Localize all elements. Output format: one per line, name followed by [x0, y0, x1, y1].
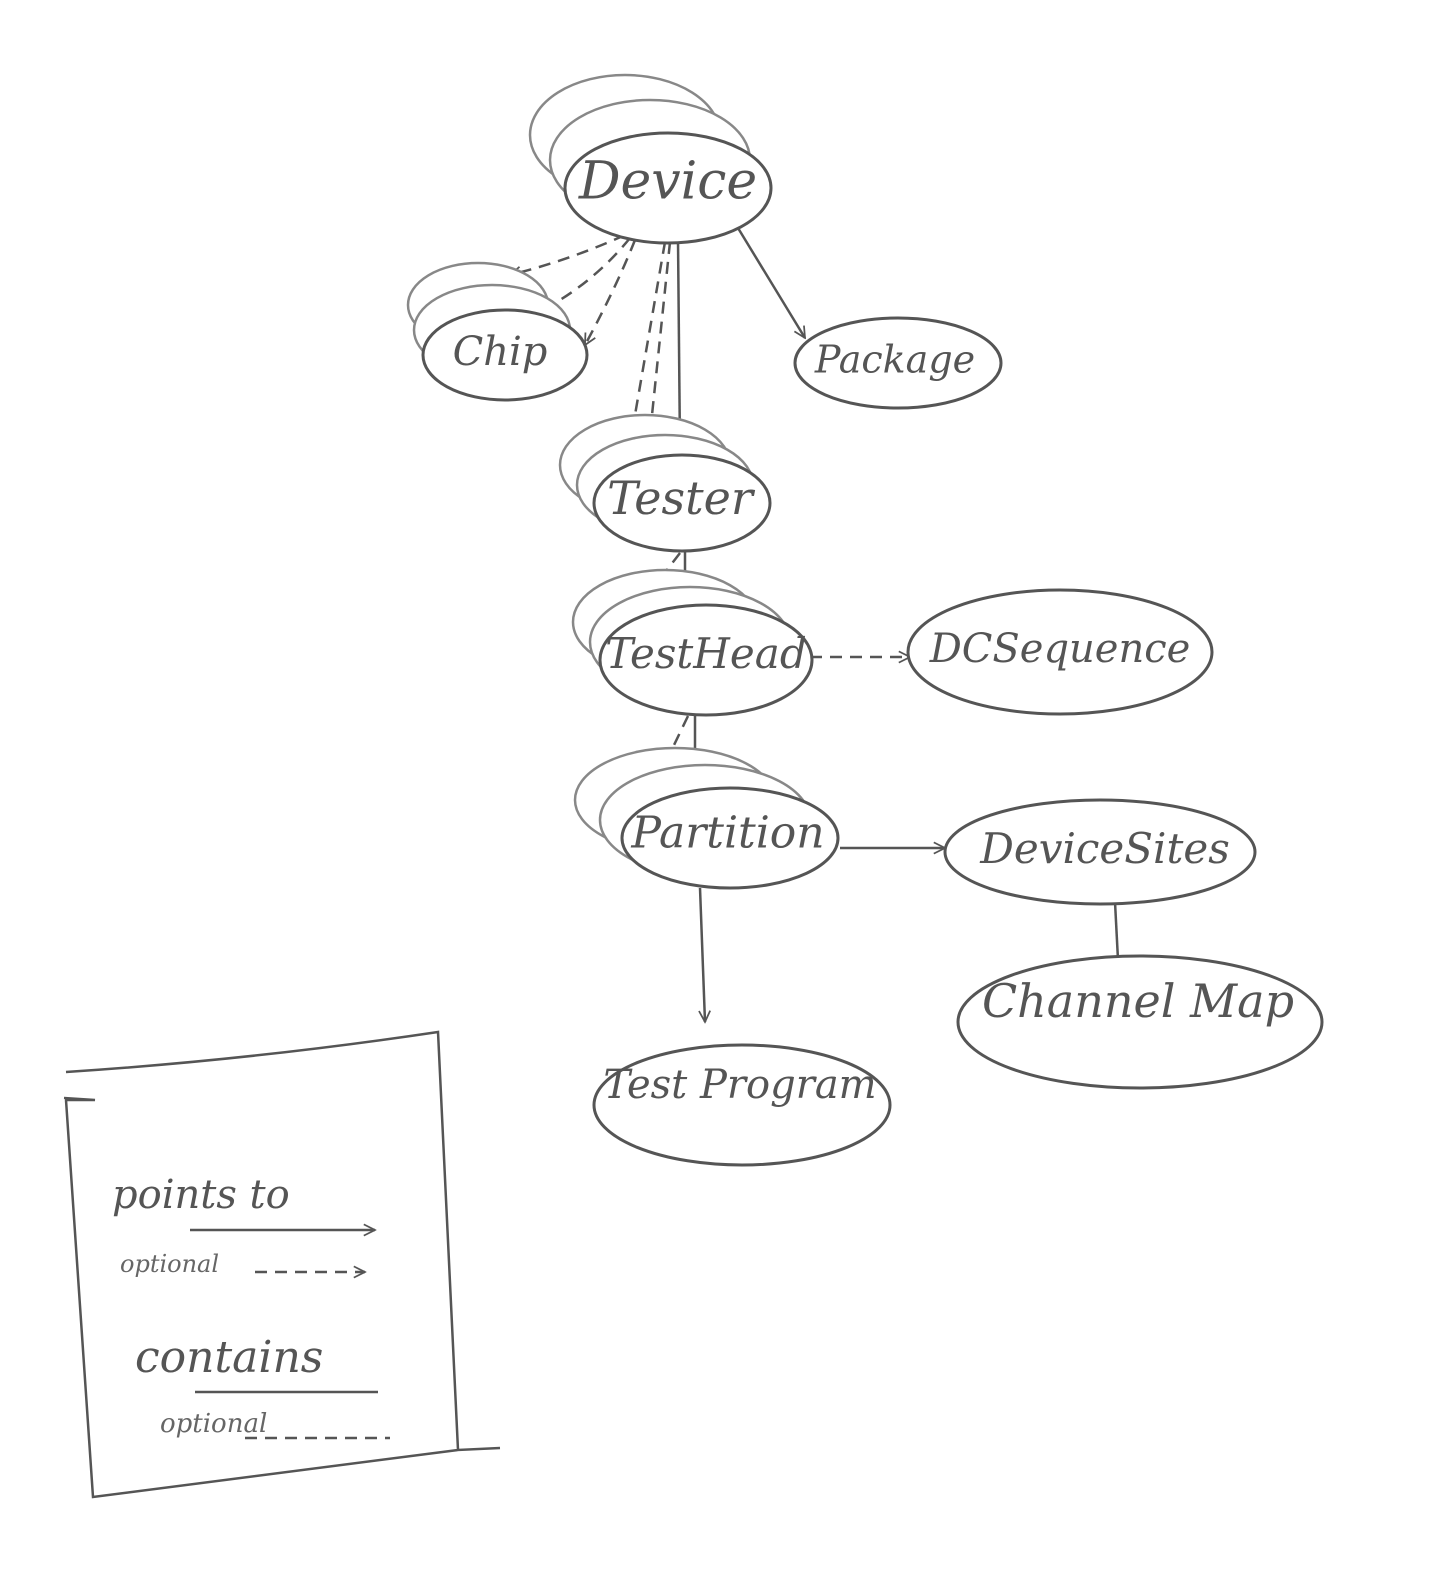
legend-points-to-label: points to: [112, 1172, 290, 1218]
edge-device-tester-optional-1: [633, 241, 667, 416]
node-testprogram: Test Program: [592, 1043, 892, 1167]
node-dcsequence-shape: [906, 588, 1214, 716]
node-partition-label: Partition: [630, 808, 824, 859]
node-package-shape: [793, 316, 1003, 410]
edge-device-chip-optional-3: [583, 239, 637, 345]
edge-devicesites-channelmap: [1113, 901, 1120, 961]
node-testhead-shape: [598, 603, 814, 717]
node-channelmap-shape: [956, 954, 1324, 1090]
node-dcsequence: DCSequence: [906, 588, 1214, 716]
node-tester-shape: [592, 453, 772, 553]
node-devicesites-label: DeviceSites: [979, 824, 1230, 873]
edge-device-tester-optional-2: [650, 241, 672, 416]
legend-box: [63, 1030, 501, 1499]
edge-device-package: [736, 227, 807, 338]
legend-contains-label: contains: [135, 1332, 323, 1383]
node-dcsequence-label: DCSequence: [929, 626, 1191, 672]
node-package: Package: [793, 316, 1003, 410]
nodes: Device Chip Package Tester TestHead: [406, 73, 1324, 1167]
node-device: Device: [528, 73, 773, 245]
node-partition-shape: [620, 786, 840, 890]
node-chip-shape: [421, 308, 589, 402]
node-devicesites-shape: [943, 798, 1257, 906]
node-device-label: Device: [578, 152, 757, 212]
node-testprogram-label: Test Program: [603, 1062, 876, 1108]
edges: [510, 227, 1120, 1022]
edge-device-tester-contains: [676, 239, 682, 451]
node-device-shape: [563, 131, 773, 245]
legend-contains-optional-label: optional: [160, 1409, 267, 1439]
node-tester: Tester: [558, 413, 772, 553]
node-partition: Partition: [573, 746, 840, 890]
edge-device-chip-optional-2: [559, 237, 631, 302]
node-chip: Chip: [406, 261, 589, 402]
node-testprogram-shape: [592, 1043, 892, 1167]
node-channelmap-label: Channel Map: [982, 974, 1294, 1028]
node-chip-label: Chip: [453, 329, 548, 375]
node-devicesites: DeviceSites: [943, 798, 1257, 906]
legend: points to optional contains optional: [63, 1030, 501, 1499]
node-package-label: Package: [814, 338, 975, 382]
node-testhead: TestHead: [571, 568, 814, 717]
legend-points-to-optional-label: optional: [120, 1250, 219, 1278]
node-channelmap: Channel Map: [956, 954, 1324, 1090]
node-tester-label: Tester: [607, 471, 756, 525]
node-testhead-label: TestHead: [605, 629, 806, 678]
edge-partition-testprogram: [700, 887, 705, 1022]
edge-device-chip-optional-1: [510, 233, 626, 275]
